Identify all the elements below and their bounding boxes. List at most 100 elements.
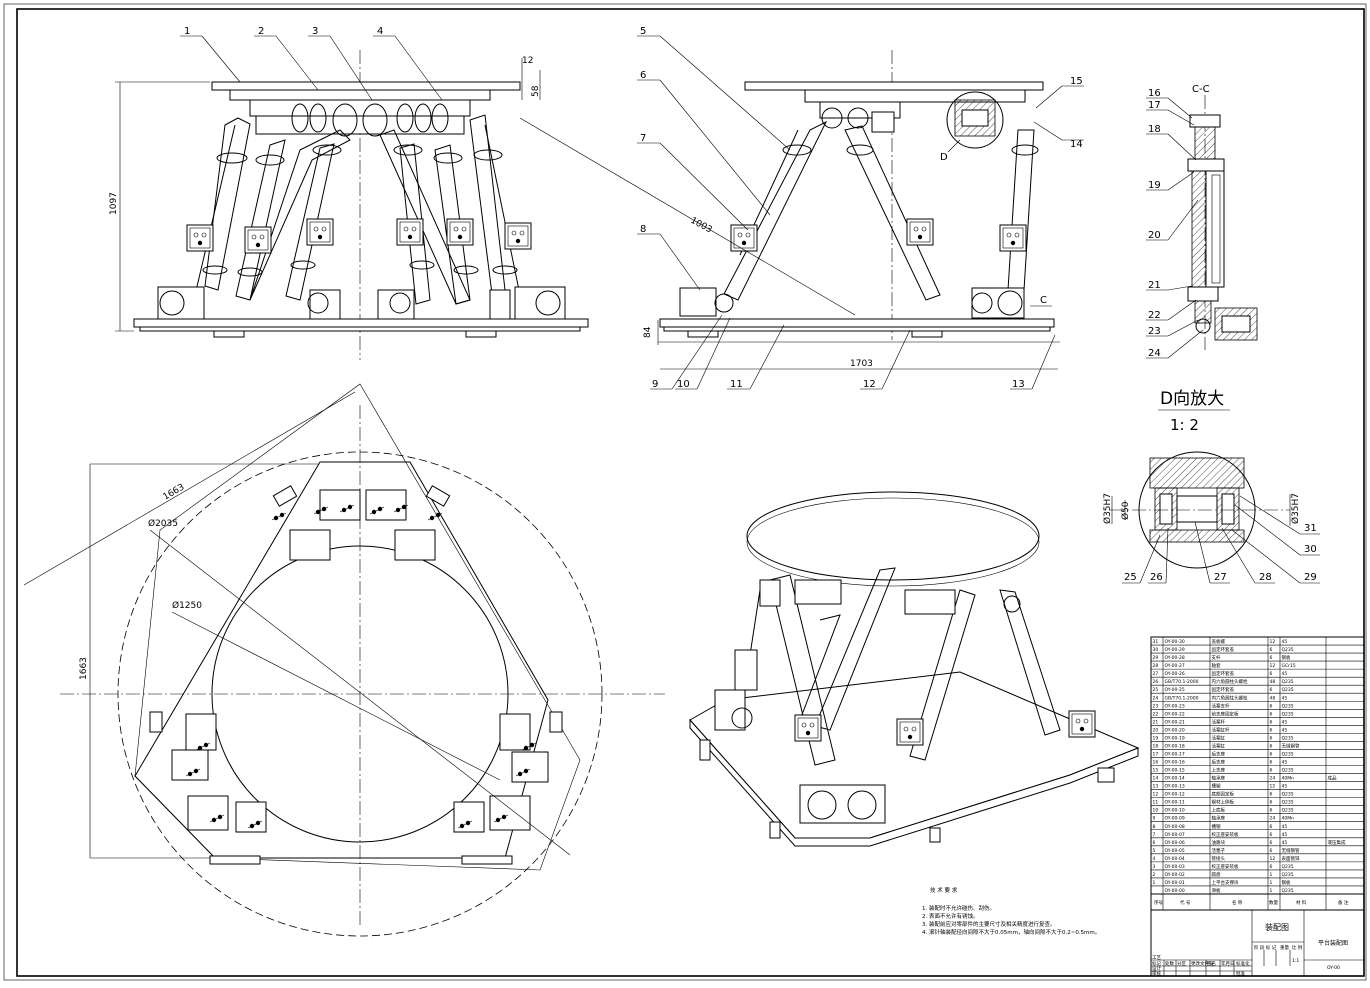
bom-cell: 6 bbox=[1270, 703, 1273, 709]
tech-item-4: 4. 滚针轴装配径向间隙不大于0.05mm，轴向间隙不大于0.2~0.5mm。 bbox=[922, 928, 1100, 936]
bom-cell: Q235 bbox=[1282, 703, 1294, 709]
bom-cell: 6 bbox=[1270, 727, 1273, 733]
bom-cell: 6 bbox=[1153, 840, 1156, 846]
bom-cell: Q235 bbox=[1282, 647, 1294, 653]
bom-cell: OY-00-02 bbox=[1165, 872, 1185, 878]
label-16: 16 bbox=[1148, 88, 1161, 99]
tech-item-3: 3. 装配前应对零部件的主要尺寸及相关精度进行复查。 bbox=[922, 920, 1056, 928]
stage-label: 阶 段 标 记 bbox=[1254, 944, 1277, 951]
bom-cell: 固定环套盖 bbox=[1212, 686, 1235, 693]
bom-cell: 盖板螺 bbox=[1212, 638, 1226, 645]
bom-cell: 24 bbox=[1270, 776, 1276, 782]
bom-cell: 24 bbox=[1270, 816, 1276, 822]
bom-cell: 前支座固定板 bbox=[1212, 710, 1239, 717]
bom-cell: OY-00-26 bbox=[1165, 671, 1185, 677]
inner-border bbox=[16, 8, 1365, 977]
approval-approve: 批准 bbox=[1236, 970, 1245, 977]
bom-cell: OY-00-18 bbox=[1165, 743, 1185, 749]
bom-cell: 固定环套盖 bbox=[1212, 670, 1235, 677]
label-31: 31 bbox=[1304, 523, 1317, 534]
bom-cell: OY-00-14 bbox=[1165, 776, 1185, 782]
label-8: 8 bbox=[640, 224, 646, 235]
bom-cell: 上底板 bbox=[1212, 807, 1226, 814]
sig-row-review: 审核 bbox=[1152, 970, 1161, 977]
dim-side-span: 1003 bbox=[689, 216, 714, 236]
bom-cell: OY-00-16 bbox=[1165, 760, 1185, 766]
bom-cell: 11 bbox=[1153, 800, 1159, 806]
bom-cell: 表面镀锌 bbox=[1282, 855, 1300, 862]
bom-cell: OY-00-10 bbox=[1165, 808, 1185, 814]
bom-cell: 2 bbox=[1153, 872, 1156, 878]
view-d-title: D向放大 bbox=[1160, 389, 1224, 409]
bom-cell: 23 bbox=[1153, 703, 1159, 709]
bom-cell: 6 bbox=[1270, 671, 1273, 677]
bom-cell: 6 bbox=[1270, 760, 1273, 766]
bom-cell: 液压集成 bbox=[1328, 839, 1346, 846]
bom-cell: 21 bbox=[1153, 719, 1159, 725]
label-7: 7 bbox=[640, 133, 646, 144]
bom-cell: 22 bbox=[1153, 711, 1159, 717]
bom-cell: 45 bbox=[1282, 832, 1288, 838]
label-24: 24 bbox=[1148, 348, 1161, 359]
bom-cell: Q235 bbox=[1282, 735, 1294, 741]
tech-item-2: 2. 表面不允许有锈蚀。 bbox=[922, 912, 979, 920]
outer-border bbox=[3, 3, 1367, 981]
dim-detail-right: Ø35H7 bbox=[1290, 493, 1301, 524]
bom-cell: Q235 bbox=[1282, 864, 1294, 870]
dim-front-top-small: 12 bbox=[522, 56, 533, 66]
bom-cell: OY-00-00 bbox=[1165, 888, 1185, 894]
bom-cell: 12 bbox=[1270, 856, 1276, 862]
bom-cell: 底部固定板 bbox=[1212, 791, 1235, 798]
label-19: 19 bbox=[1148, 180, 1161, 191]
bom-cell: 6 bbox=[1270, 751, 1273, 757]
bom-cell: 14 bbox=[1153, 776, 1159, 782]
bom-cell: Q235 bbox=[1282, 751, 1294, 757]
bom-cell: 45 bbox=[1282, 719, 1288, 725]
bom-cell: 45 bbox=[1282, 727, 1288, 733]
bom-cell: 3 bbox=[1153, 864, 1156, 870]
label-25: 25 bbox=[1124, 572, 1137, 583]
bom-cell: 上支座 bbox=[1212, 767, 1226, 774]
label-2: 2 bbox=[258, 26, 264, 37]
label-15: 15 bbox=[1070, 76, 1083, 87]
bom-cell: OY-00-19 bbox=[1165, 735, 1185, 741]
bom-cell: 圆盘 bbox=[1212, 871, 1221, 878]
bom-cell: GB/T70.1-2000 bbox=[1165, 695, 1199, 701]
dim-plan-dia-outer: Ø2035 bbox=[148, 518, 178, 529]
bom-cell: OY-00-09 bbox=[1165, 816, 1185, 822]
bom-cell: 无缝钢管 bbox=[1282, 742, 1300, 749]
drawing-number: OY-00 bbox=[1327, 965, 1340, 971]
weight-label: 重量 bbox=[1280, 944, 1289, 951]
bom-cell: Q235 bbox=[1282, 679, 1294, 685]
bom-cell: 6 bbox=[1270, 655, 1273, 661]
bom-cell: OY-00-28 bbox=[1165, 655, 1185, 661]
bom-cell: 1 bbox=[1270, 872, 1273, 878]
bom-cell: Q235 bbox=[1282, 800, 1294, 806]
bom-cell: 40Mn bbox=[1282, 816, 1295, 822]
bom-cell: 45 bbox=[1282, 639, 1288, 645]
label-27: 27 bbox=[1214, 572, 1227, 583]
label-6: 6 bbox=[640, 70, 646, 81]
bom-cell: OY-00-27 bbox=[1165, 663, 1185, 669]
bom-cell: Q235 bbox=[1282, 888, 1294, 894]
dim-front-top-thk: 58 bbox=[531, 85, 541, 97]
bom-cell: Q235 bbox=[1282, 768, 1294, 774]
bom-cell: 后支座 bbox=[1212, 750, 1226, 757]
bom-cell: 9 bbox=[1153, 816, 1156, 822]
bom-cell: 管接头 bbox=[1212, 855, 1226, 862]
bom-cell: 固定环套盖 bbox=[1212, 646, 1235, 653]
label-14: 14 bbox=[1070, 139, 1083, 150]
bom-cell: 48 bbox=[1270, 679, 1276, 685]
bom-cell: OY-00-25 bbox=[1165, 687, 1185, 693]
bom-cell: 滑板 bbox=[1212, 887, 1221, 894]
bom-header-name: 名 称 bbox=[1232, 899, 1243, 906]
bom-cell: 轴套 bbox=[1212, 662, 1221, 669]
bom-cell: 17 bbox=[1153, 751, 1159, 757]
bom-cell: 16 bbox=[1153, 760, 1159, 766]
bom-cell: 12 bbox=[1270, 663, 1276, 669]
bom-cell: 后支座 bbox=[1212, 759, 1226, 766]
bom-cell: 1 bbox=[1270, 888, 1273, 894]
